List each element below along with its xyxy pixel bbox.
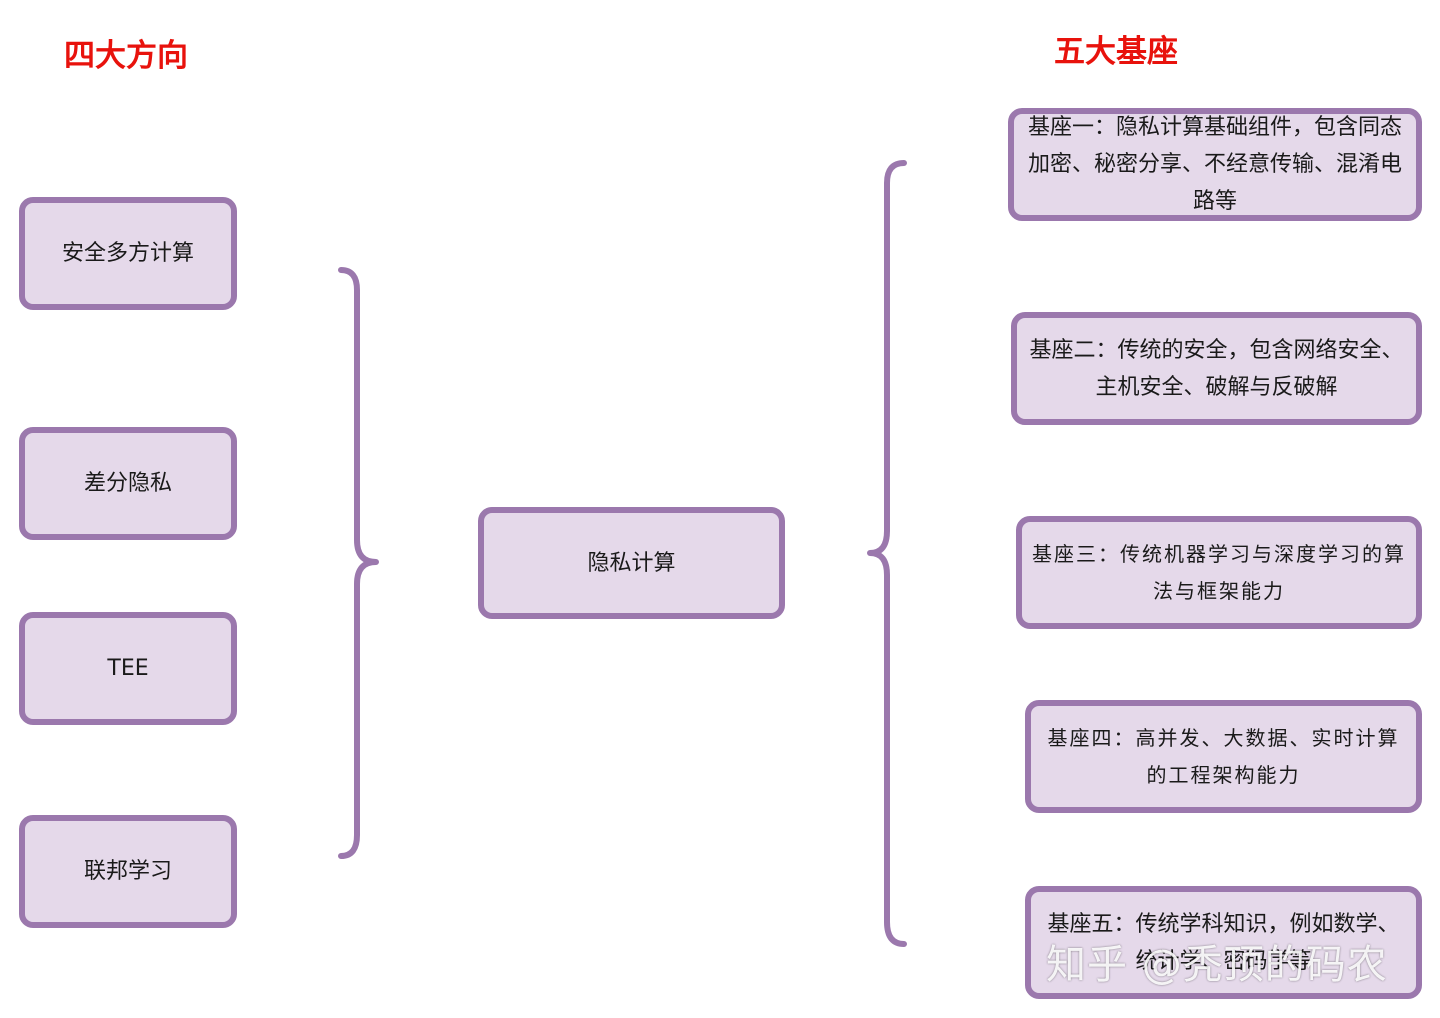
direction-label: 差分隐私 — [83, 471, 172, 496]
foundation-text: 基座一：隐私计算基础组件，包含同态加密、秘密分享、不经意传输、混淆电路等 — [1027, 115, 1402, 214]
zhihu-watermark: 知乎 @秃顶的码农 — [1046, 942, 1388, 988]
direction-box-mpc: 安全多方计算 — [19, 197, 237, 310]
direction-label: 联邦学习 — [83, 859, 172, 884]
foundation-text: 基座二：传统的安全，包含网络安全、主机安全、破解与反破解 — [1029, 337, 1404, 400]
foundations-heading: 五大基座 — [1054, 34, 1178, 70]
foundation-text: 基座五：传统学科知识，例如数学、统计学、密码学等 — [1047, 911, 1400, 974]
direction-label: TEE — [107, 656, 149, 681]
center-label: 隐私计算 — [587, 550, 676, 576]
directions-heading: 四大方向 — [64, 38, 188, 74]
center-box: 隐私计算 — [478, 507, 785, 619]
direction-label: 安全多方计算 — [61, 241, 194, 266]
direction-box-fl: 联邦学习 — [19, 815, 237, 928]
direction-box-dp: 差分隐私 — [19, 427, 237, 540]
direction-box-tee: TEE — [19, 612, 237, 725]
foundation-box-3: 基座三：传统机器学习与深度学习的算法与框架能力 — [1016, 516, 1422, 629]
foundation-text: 基座四：高并发、大数据、实时计算的工程架构能力 — [1047, 725, 1400, 787]
foundation-box-4: 基座四：高并发、大数据、实时计算的工程架构能力 — [1025, 700, 1422, 813]
foundation-box-5: 基座五：传统学科知识，例如数学、统计学、密码学等 — [1025, 886, 1422, 999]
foundation-text: 基座三：传统机器学习与深度学习的算法与框架能力 — [1032, 541, 1406, 603]
foundation-box-1: 基座一：隐私计算基础组件，包含同态加密、秘密分享、不经意传输、混淆电路等 — [1008, 108, 1422, 221]
foundation-box-2: 基座二：传统的安全，包含网络安全、主机安全、破解与反破解 — [1011, 312, 1422, 425]
